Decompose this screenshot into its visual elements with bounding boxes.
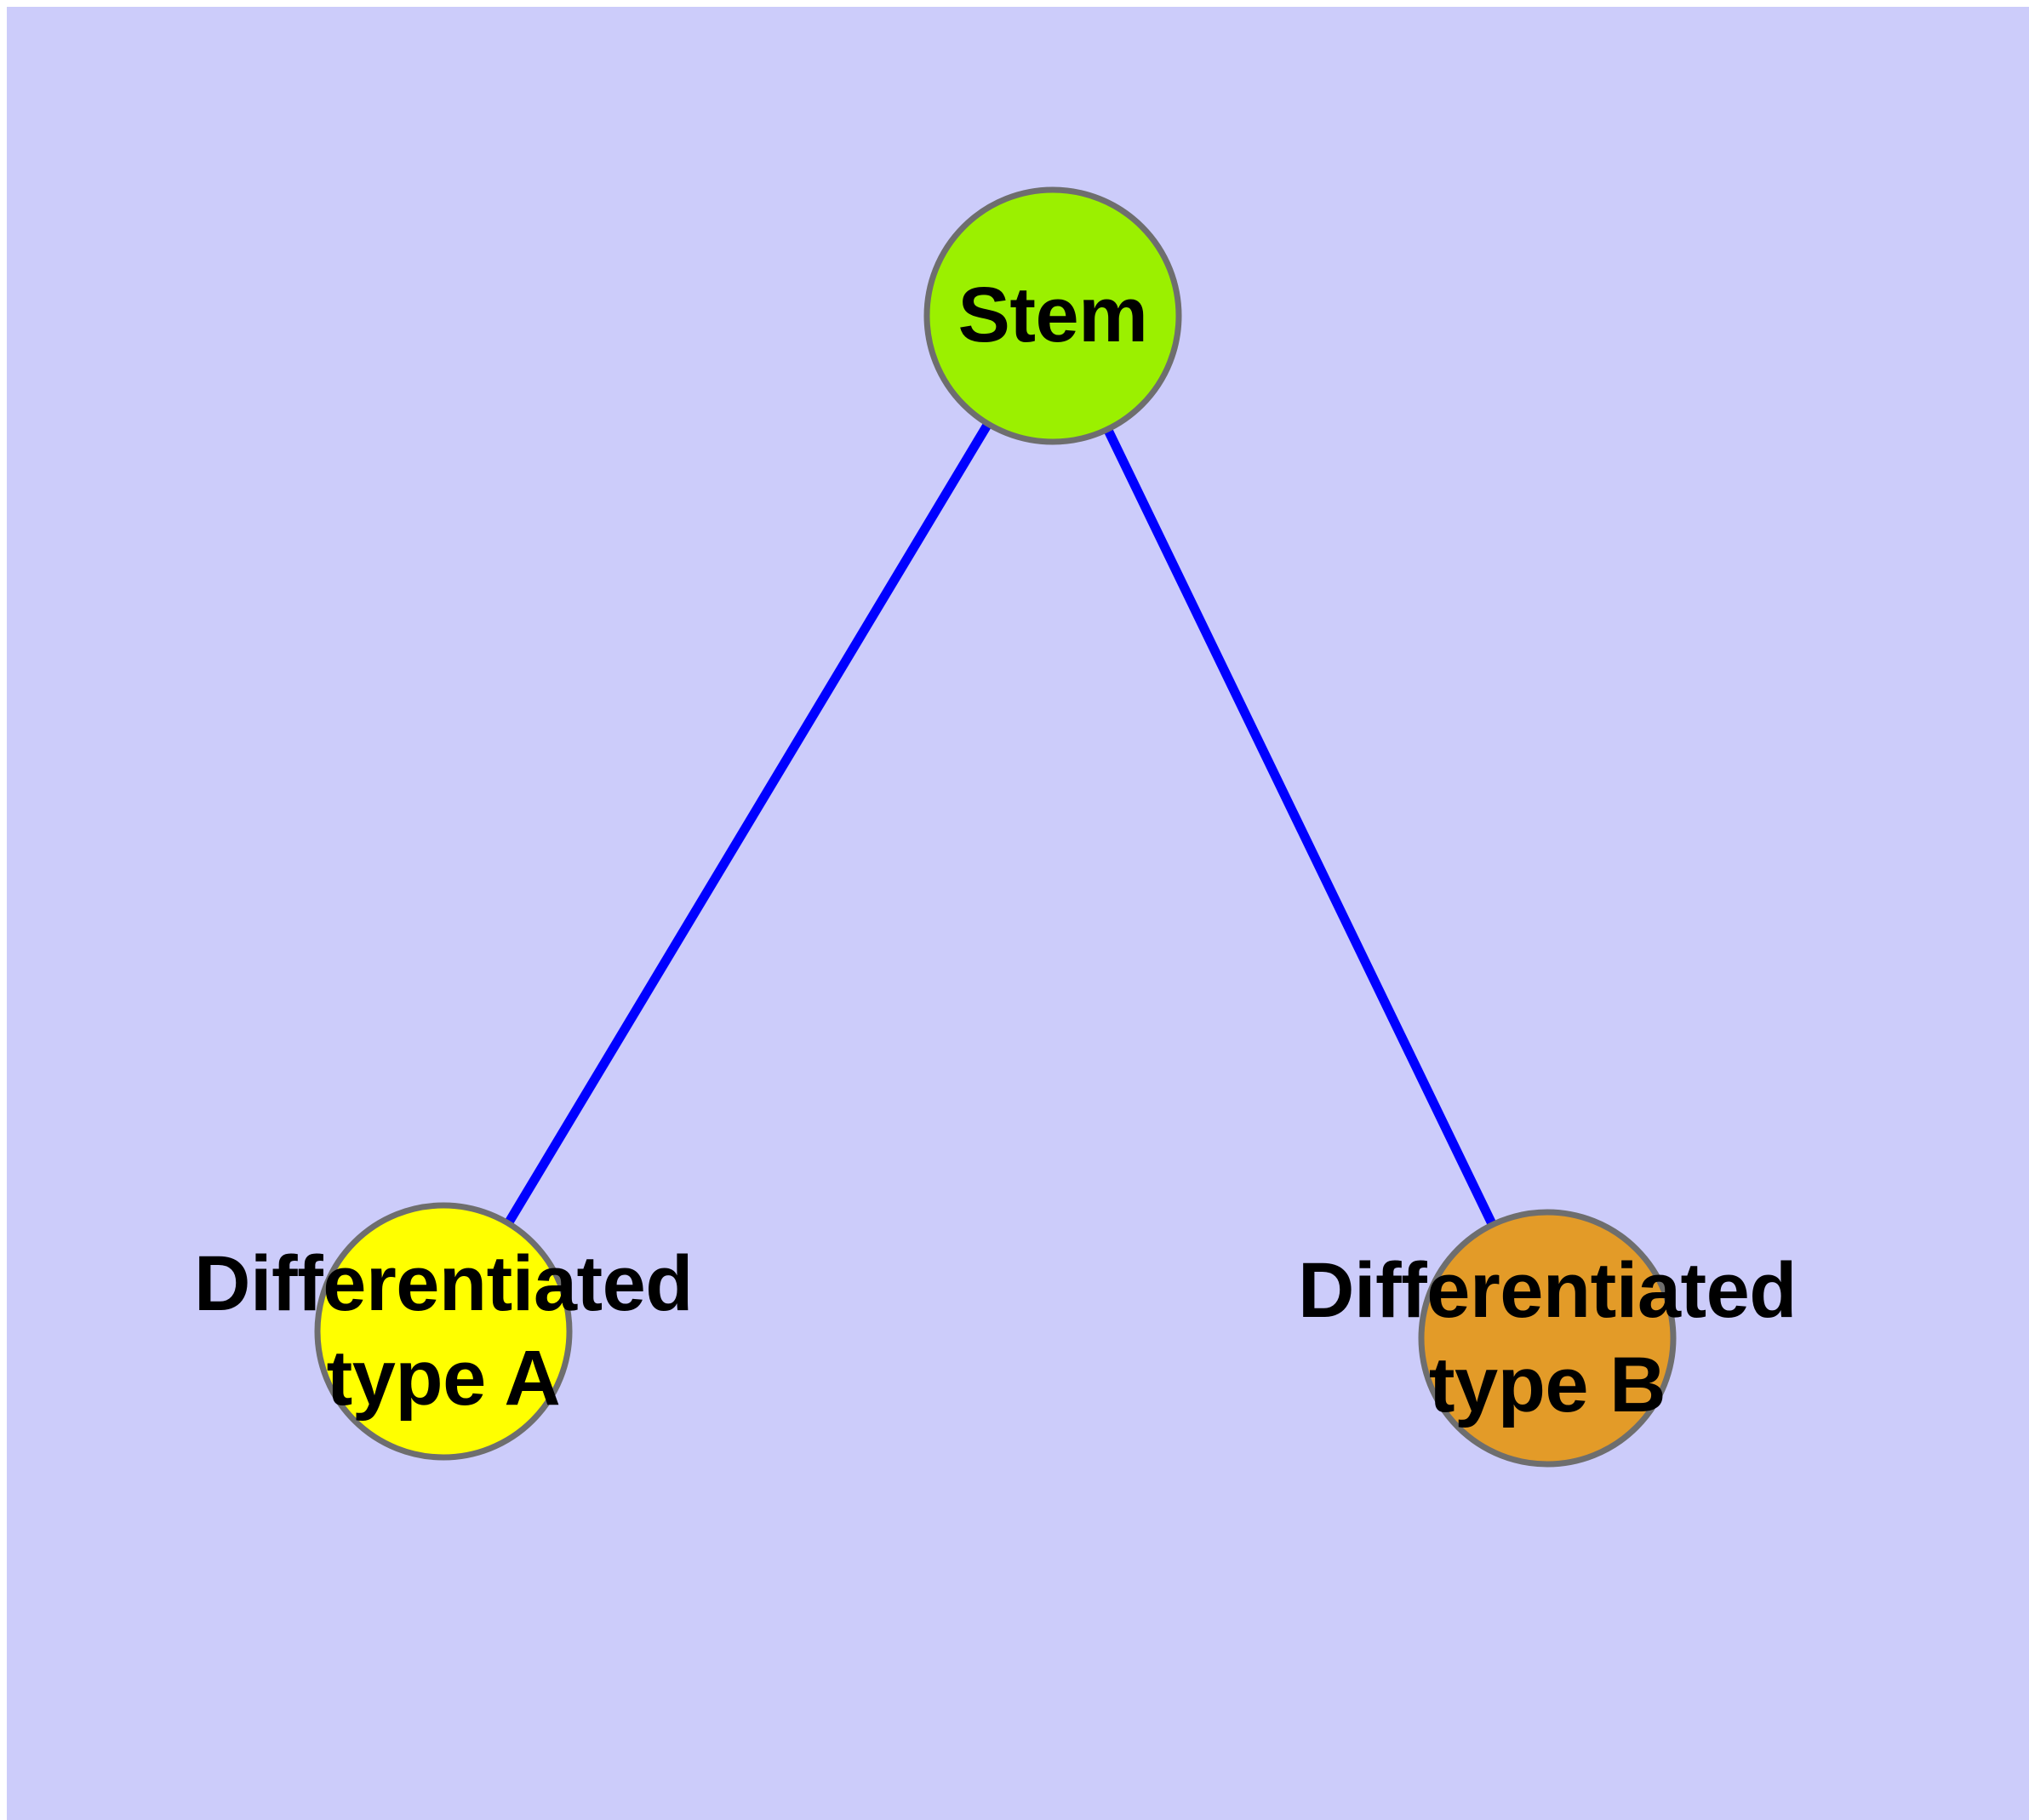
graph-node-stem[interactable] (923, 186, 1182, 445)
graph-edge-stem-to-diff_a[interactable] (503, 420, 993, 1228)
node-layer (314, 186, 1677, 1468)
edge-layer (503, 420, 1498, 1228)
graph-node-diff_b[interactable] (1418, 1209, 1677, 1468)
graph-edge-stem-to-diff_b[interactable] (1102, 426, 1498, 1228)
graph-node-diff_a[interactable] (314, 1202, 573, 1461)
